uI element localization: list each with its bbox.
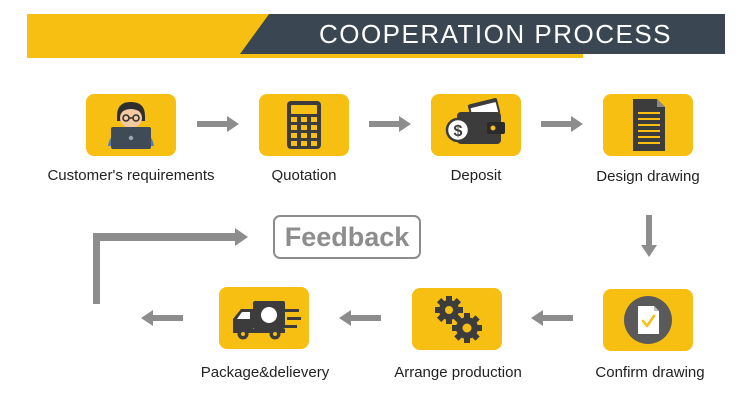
step-design-drawing-label: Design drawing <box>596 168 700 185</box>
document-icon <box>633 99 665 151</box>
step-arrange-production-icon-box <box>412 288 502 350</box>
delivery-truck-icon <box>233 301 301 340</box>
gears-icon <box>435 296 482 343</box>
calculator-icon <box>287 101 321 149</box>
step-package-delivery-label: Package&delievery <box>200 364 330 381</box>
feedback-loop-arrow-icon <box>93 228 248 304</box>
wallet-money-icon: $ <box>445 98 505 144</box>
step-arrange-production-label: Arrange production <box>394 364 522 381</box>
step-design-drawing-icon-box <box>603 94 693 156</box>
banner-title-background <box>240 14 725 54</box>
step-confirm-drawing-label: Confirm drawing <box>595 364 705 381</box>
step-customer-requirements-icon-box <box>86 94 176 156</box>
arrow-right-icon <box>197 116 239 132</box>
arrow-right-icon <box>541 116 583 132</box>
step-quotation-label: Quotation <box>271 167 337 184</box>
arrow-right-icon <box>369 116 411 132</box>
arrow-left-icon <box>339 310 381 326</box>
arrow-left-icon <box>141 310 183 326</box>
page-title: COOPERATION PROCESS <box>318 19 673 49</box>
step-package-delivery-icon-box <box>219 287 309 349</box>
arrow-down-icon <box>641 215 657 257</box>
step-confirm-drawing-icon-box <box>603 289 693 351</box>
arrow-left-icon <box>531 310 573 326</box>
step-deposit-label: Deposit <box>450 167 502 184</box>
step-customer-requirements-label: Customer's requirements <box>47 167 215 184</box>
person-laptop-icon <box>108 102 154 149</box>
feedback-box: Feedback <box>273 215 421 259</box>
header-banner: COOPERATION PROCESS <box>0 0 750 62</box>
step-deposit-icon-box: $ <box>431 94 521 156</box>
step-quotation-icon-box <box>259 94 349 156</box>
confirm-document-icon <box>624 296 672 344</box>
svg-text:$: $ <box>454 123 463 140</box>
